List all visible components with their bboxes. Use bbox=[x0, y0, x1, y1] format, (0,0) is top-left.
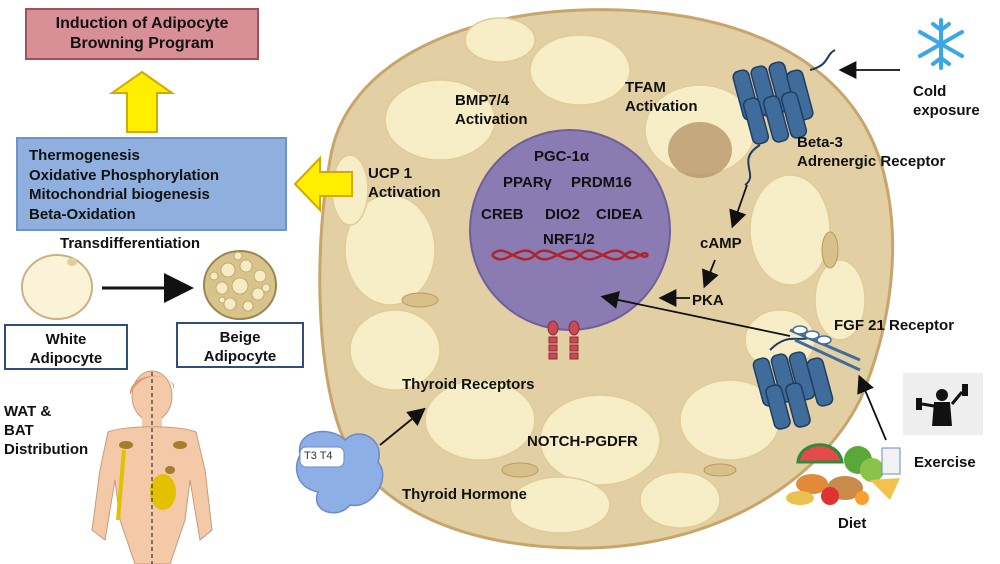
white-adipocyte-graphic bbox=[21, 254, 93, 320]
thyroid-receptors-label: Thyroid Receptors bbox=[402, 376, 535, 393]
cold-line1: Cold bbox=[913, 83, 947, 100]
beta3-receptor-graphic bbox=[732, 61, 814, 145]
tfam-label: TFAM Activation bbox=[625, 78, 698, 116]
beige-adipocyte-box: Beige Adipocyte bbox=[176, 322, 304, 368]
cidea-label: CIDEA bbox=[596, 206, 643, 223]
distribution-line2: BAT bbox=[4, 422, 34, 439]
snowflake-icon bbox=[918, 18, 964, 70]
transdifferentiation-label: Transdifferentiation bbox=[60, 235, 201, 252]
ucp1-line2: Activation bbox=[368, 184, 441, 201]
effect-item: Beta-Oxidation bbox=[29, 205, 136, 223]
creb-label: CREB bbox=[481, 206, 524, 223]
effect-item: Thermogenesis bbox=[29, 147, 140, 164]
white-line1: White bbox=[45, 331, 87, 348]
nrf-label: NRF1/2 bbox=[543, 231, 595, 248]
thyroid-receptor-beads bbox=[547, 320, 580, 360]
pka-label: PKA bbox=[692, 292, 724, 309]
prdm16-label: PRDM16 bbox=[571, 174, 632, 191]
human-body-graphic bbox=[91, 370, 213, 564]
camp-label: cAMP bbox=[700, 235, 742, 252]
cold-exposure-label: Cold exposure bbox=[913, 82, 980, 120]
ppar-label: PPARγ bbox=[503, 174, 552, 191]
beta3-line1: Beta-3 bbox=[797, 134, 843, 151]
white-adipocyte-box: White Adipocyte bbox=[4, 324, 128, 370]
cold-line2: exposure bbox=[913, 102, 980, 119]
distribution-line3: Distribution bbox=[4, 441, 89, 458]
ucp1-line1: UCP 1 bbox=[368, 165, 412, 182]
beta3-label: Beta-3 Adrenergic Receptor bbox=[797, 133, 945, 171]
fgf21-receptor-graphic bbox=[752, 351, 834, 430]
thyroid-hormone-label: Thyroid Hormone bbox=[402, 486, 528, 503]
browning-line1: Induction of Adipocyte bbox=[55, 15, 229, 32]
white-line2: Adipocyte bbox=[29, 350, 103, 367]
beige-line2: Adipocyte bbox=[203, 348, 277, 365]
exercise-label: Exercise bbox=[914, 454, 976, 471]
browning-program-box: Induction of Adipocyte Browning Program bbox=[25, 8, 259, 60]
dio2-label: DIO2 bbox=[545, 206, 581, 223]
diet-label: Diet bbox=[838, 515, 867, 532]
thyroid-hormone-graphic bbox=[295, 430, 384, 514]
beta3-line2: Adrenergic Receptor bbox=[797, 153, 946, 170]
t3t4-label: T3 T4 bbox=[304, 450, 333, 462]
pgc1a-label: PGC-1α bbox=[534, 148, 590, 165]
ucp1-label: UCP 1 Activation bbox=[368, 164, 441, 202]
beige-line1: Beige bbox=[219, 329, 261, 346]
tfam-line2: Activation bbox=[625, 98, 698, 115]
distribution-line1: WAT & bbox=[4, 403, 52, 420]
granule bbox=[668, 122, 732, 178]
mitochondria bbox=[401, 231, 839, 478]
fgf21-label: FGF 21 Receptor bbox=[834, 317, 955, 334]
up-yellow-arrow bbox=[108, 70, 176, 133]
exercise-icon bbox=[903, 373, 983, 435]
diet-food-graphic bbox=[786, 443, 901, 505]
bmp-line1: BMP7/4 bbox=[455, 92, 510, 109]
tfam-line1: TFAM bbox=[625, 79, 666, 96]
effects-box: Thermogenesis Oxidative Phosphorylation … bbox=[16, 137, 287, 231]
distribution-label: WAT & BAT Distribution bbox=[4, 402, 88, 459]
effect-item: Oxidative Phosphorylation bbox=[29, 166, 220, 184]
browning-line2: Browning Program bbox=[69, 35, 214, 52]
effect-item: Mitochondrial biogenesis bbox=[29, 186, 210, 203]
bmp-line2: Activation bbox=[455, 111, 528, 128]
notch-label: NOTCH-PGDFR bbox=[527, 433, 638, 450]
bmp-label: BMP7/4 Activation bbox=[455, 91, 528, 129]
dna-helix bbox=[491, 249, 649, 261]
left-yellow-arrow bbox=[293, 155, 353, 213]
